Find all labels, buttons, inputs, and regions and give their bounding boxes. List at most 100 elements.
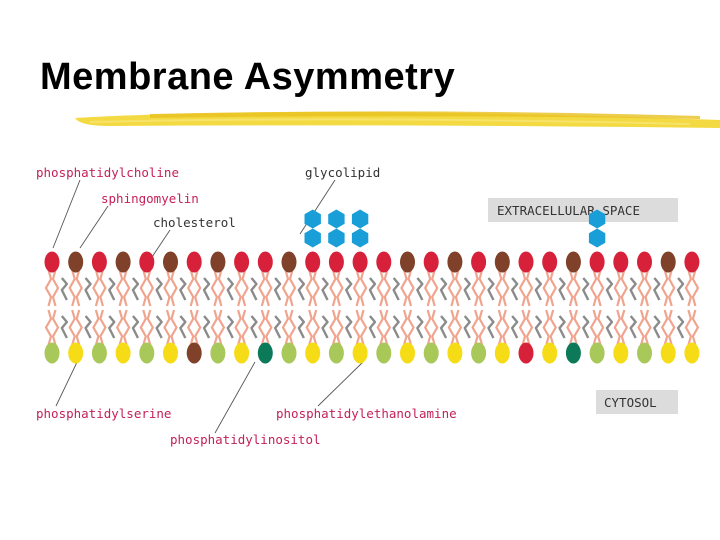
cholesterol	[605, 315, 614, 339]
label-extracellular-space: EXTRACELLULAR SPACE	[497, 203, 640, 218]
head-phosphatidylcholine	[91, 251, 107, 273]
outer-tail	[660, 269, 676, 307]
head-phosphatidylethanolamine	[494, 342, 510, 364]
cholesterol	[60, 315, 69, 339]
inner-tail	[210, 309, 226, 346]
label-glycolipid: glycolipid	[305, 165, 380, 180]
head-sphingomyelin	[68, 251, 84, 273]
head-phosphatidylethanolamine	[352, 342, 368, 364]
label-cholesterol: cholesterol	[153, 215, 236, 230]
cholesterol	[179, 277, 187, 301]
head-phosphatidylserine	[44, 342, 60, 364]
cholesterol	[510, 277, 519, 301]
outer-tail	[352, 269, 368, 307]
head-phosphatidylinositol	[565, 342, 581, 364]
inner-tail	[376, 309, 392, 346]
cholesterol	[439, 277, 448, 301]
leader-lines	[52, 179, 364, 434]
head-phosphatidylcholine	[471, 251, 487, 273]
cholesterol	[439, 315, 448, 339]
head-sphingomyelin	[447, 251, 463, 273]
cholesterol	[629, 315, 637, 339]
head-phosphatidylcholine	[328, 251, 344, 273]
outer-tail	[637, 269, 652, 307]
cholesterol	[297, 315, 306, 339]
head-sphingomyelin	[400, 251, 415, 273]
inner-tail	[234, 309, 249, 346]
head-phosphatidylethanolamine	[684, 342, 700, 364]
inner-tail	[139, 309, 155, 346]
cholesterol	[653, 315, 661, 339]
glycolipid-sugar	[304, 228, 321, 248]
inner-tail	[589, 309, 605, 346]
outer-tail	[684, 269, 700, 307]
cholesterol	[179, 315, 187, 339]
glycolipid-sugar	[588, 228, 606, 248]
head-phosphatidylserine	[139, 342, 155, 364]
outer-tail	[589, 269, 605, 307]
cholesterol	[416, 315, 424, 339]
head-phosphatidylethanolamine	[115, 342, 131, 364]
inner-tail	[68, 309, 83, 346]
head-phosphatidylcholine	[352, 251, 368, 273]
cholesterol	[629, 277, 637, 301]
cholesterol-molecules	[60, 277, 685, 339]
inner-tail	[471, 309, 486, 346]
slide-title: Membrane Asymmetry	[40, 56, 456, 98]
glycolipid-sugar	[328, 209, 345, 229]
outer-tail	[305, 269, 320, 307]
head-phosphatidylcholine	[613, 251, 629, 273]
cholesterol	[155, 277, 163, 301]
cholesterol	[84, 277, 92, 301]
label-phosphatidylinositol: phosphatidylinositol	[170, 432, 321, 447]
head-phosphatidylcholine	[376, 251, 392, 273]
cholesterol	[487, 315, 495, 339]
inner-tail	[495, 309, 510, 346]
cholesterol	[463, 315, 471, 339]
cholesterol	[108, 277, 116, 301]
inner-tail	[281, 309, 297, 346]
tag-extracellular-space: EXTRACELLULAR SPACE	[488, 198, 678, 222]
cholesterol	[582, 315, 590, 339]
head-sphingomyelin	[186, 342, 202, 364]
head-phosphatidylserine	[589, 342, 605, 364]
head-phosphatidylethanolamine	[163, 342, 178, 364]
cholesterol	[534, 277, 543, 301]
cholesterol	[345, 277, 353, 301]
inner-tail	[44, 309, 60, 346]
head-phosphatidylinositol	[257, 342, 273, 364]
cholesterol	[558, 277, 566, 301]
cholesterol	[582, 277, 590, 301]
head-phosphatidylcholine	[542, 251, 558, 273]
inner-tail	[400, 309, 415, 346]
cholesterol	[131, 277, 140, 301]
head-phosphatidylserine	[210, 342, 226, 364]
cholesterol	[368, 277, 377, 301]
head-phosphatidylcholine	[257, 251, 273, 273]
cholesterol	[534, 315, 543, 339]
outer-tail	[518, 269, 534, 307]
inner-tail	[684, 309, 700, 346]
label-sphingomyelin: sphingomyelin	[101, 191, 199, 206]
head-sphingomyelin	[115, 251, 131, 273]
outer-tail	[258, 269, 273, 307]
inner-tail	[660, 309, 676, 346]
cholesterol	[368, 315, 377, 339]
head-sphingomyelin	[565, 251, 581, 273]
cholesterol	[510, 315, 519, 339]
lipid-tails	[44, 269, 700, 346]
glycolipid-sugar	[328, 228, 345, 248]
head-phosphatidylcholine	[518, 342, 534, 364]
head-phosphatidylcholine	[637, 251, 652, 273]
inner-tail	[613, 309, 629, 346]
head-phosphatidylcholine	[518, 251, 534, 273]
glycolipid-sugar	[588, 209, 606, 229]
cholesterol	[676, 315, 685, 339]
outer-tail	[329, 269, 344, 307]
cholesterol	[487, 277, 495, 301]
head-phosphatidylethanolamine	[400, 342, 415, 364]
cholesterol	[392, 277, 400, 301]
head-phosphatidylcholine	[234, 251, 250, 273]
outer-tail	[44, 269, 60, 307]
cholesterol	[321, 277, 329, 301]
